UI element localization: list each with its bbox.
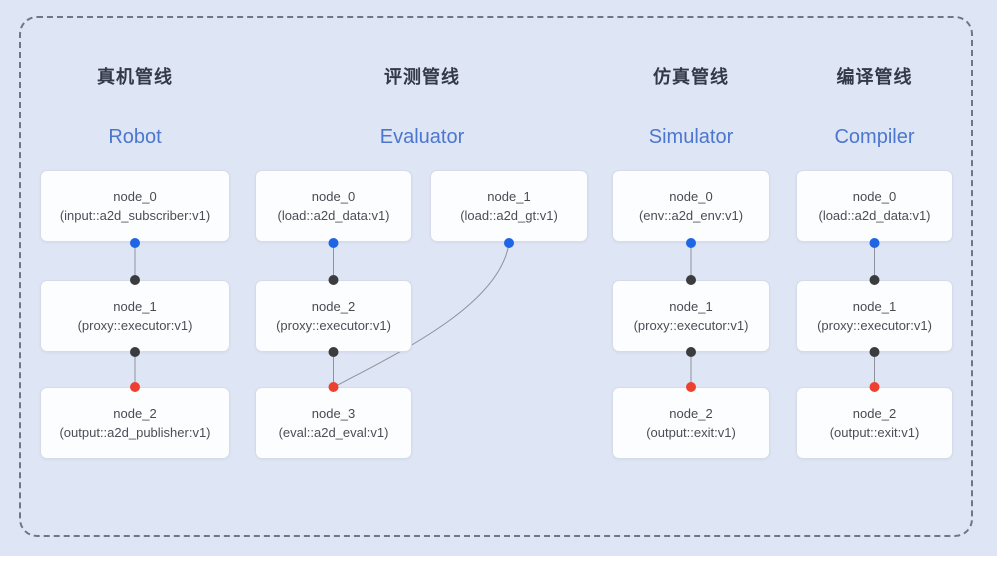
node-name: node_1 (669, 298, 713, 314)
node-name: node_0 (852, 188, 897, 204)
node-type: (proxy::executor:v1) (633, 317, 749, 333)
pipeline-title-en-compiler: Compiler (834, 126, 915, 148)
node-type: (proxy::executor:v1) (276, 317, 391, 333)
pipeline-title-en-robot: Robot (108, 126, 162, 148)
pipeline-title-zh-simulator: 仿真管线 (653, 67, 729, 87)
node-box-simulator-node2: node_2 (output::exit:v1) (612, 387, 770, 459)
pipeline-title-zh-robot: 真机管线 (97, 67, 173, 87)
node-type: (output::exit:v1) (646, 424, 736, 440)
node-type: (load::a2d_data:v1) (818, 207, 931, 223)
node-name: node_0 (311, 188, 356, 204)
node-type: (output::a2d_publisher:v1) (59, 424, 211, 440)
node-type: (load::a2d_gt:v1) (460, 207, 558, 223)
node-name: node_1 (113, 298, 157, 314)
pipeline-title-zh-evaluator: 评测管线 (384, 67, 460, 87)
pipeline-title-en-evaluator: Evaluator (379, 126, 465, 148)
node-name: node_1 (487, 188, 531, 204)
dashed-boundary-box (19, 16, 973, 537)
node-box-robot-node0: node_0 (input::a2d_subscriber:v1) (40, 170, 230, 242)
node-name: node_2 (311, 298, 356, 314)
node-box-compiler-node0: node_0 (load::a2d_data:v1) (796, 170, 953, 242)
node-type: (proxy::executor:v1) (77, 317, 193, 333)
node-name: node_0 (669, 188, 713, 204)
node-name: node_2 (852, 405, 897, 421)
node-type: (load::a2d_data:v1) (277, 207, 390, 223)
node-type: (proxy::executor:v1) (817, 317, 932, 333)
node-box-robot-node1: node_1 (proxy::executor:v1) (40, 280, 230, 352)
node-name: node_2 (669, 405, 713, 421)
node-name: node_1 (852, 298, 897, 314)
node-box-evaluator-node2: node_2 (proxy::executor:v1) (255, 280, 412, 352)
node-type: (eval::a2d_eval:v1) (278, 424, 389, 440)
node-name: node_3 (311, 405, 356, 421)
node-type: (output::exit:v1) (829, 424, 920, 440)
node-box-robot-node2: node_2 (output::a2d_publisher:v1) (40, 387, 230, 459)
node-type: (input::a2d_subscriber:v1) (59, 207, 211, 223)
pipeline-title-en-simulator: Simulator (648, 126, 734, 148)
node-type: (env::a2d_env:v1) (638, 207, 744, 223)
node-box-simulator-node0: node_0 (env::a2d_env:v1) (612, 170, 770, 242)
node-box-evaluator-node3: node_3 (eval::a2d_eval:v1) (255, 387, 412, 459)
pipeline-title-zh-compiler: 编译管线 (836, 67, 913, 87)
node-box-simulator-node1: node_1 (proxy::executor:v1) (612, 280, 770, 352)
node-box-evaluator-node1: node_1 (load::a2d_gt:v1) (430, 170, 588, 242)
node-name: node_2 (113, 405, 157, 421)
node-box-compiler-node2: node_2 (output::exit:v1) (796, 387, 953, 459)
node-name: node_0 (113, 188, 157, 204)
node-box-evaluator-node0: node_0 (load::a2d_data:v1) (255, 170, 412, 242)
node-box-compiler-node1: node_1 (proxy::executor:v1) (796, 280, 953, 352)
